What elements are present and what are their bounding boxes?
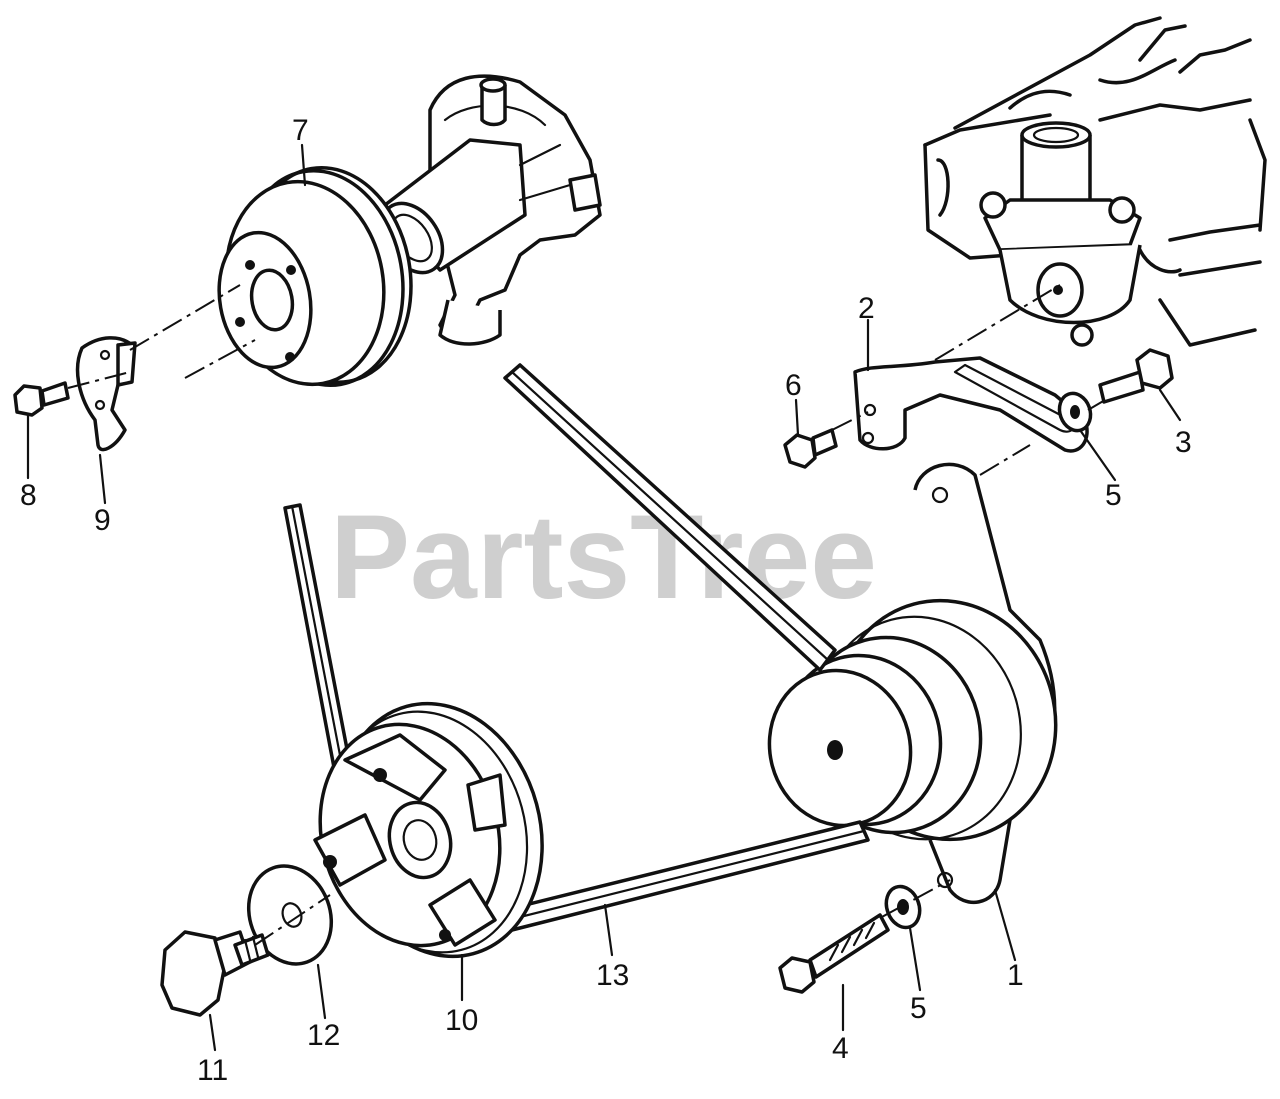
callout-8: 8 <box>20 479 37 512</box>
callout-4: 4 <box>832 1032 849 1065</box>
callout-2: 2 <box>858 292 875 325</box>
watermark: PartsTree TM <box>330 490 935 624</box>
engine-block <box>923 16 1267 347</box>
v-belt-upper <box>503 363 837 672</box>
washer-5-bottom <box>884 884 922 930</box>
bolt-8 <box>13 381 70 417</box>
callout-13: 13 <box>596 959 629 992</box>
callout-5-bottom: 5 <box>910 992 927 1025</box>
callout-1: 1 <box>1007 959 1024 992</box>
leader-lines <box>26 143 1182 1052</box>
callouts: 7 2 6 3 5 8 9 1 5 4 13 10 12 11 <box>20 114 1192 1087</box>
bolt-4 <box>778 913 890 994</box>
watermark-text: PartsTree <box>330 490 877 624</box>
bolt-6 <box>783 428 838 469</box>
washer-12 <box>246 864 334 966</box>
callout-5-top: 5 <box>1105 479 1122 512</box>
bolt-11 <box>160 930 270 1017</box>
water-pump <box>379 74 602 346</box>
callout-11: 11 <box>197 1054 228 1087</box>
callout-9: 9 <box>94 504 111 537</box>
v-belt-13 <box>503 820 870 932</box>
center-lines <box>67 284 1106 946</box>
adjusting-bracket <box>853 356 1089 453</box>
callout-7: 7 <box>292 114 309 147</box>
callout-6: 6 <box>785 369 802 402</box>
water-pump-pulley <box>217 165 413 388</box>
bolt-3 <box>1098 348 1174 404</box>
alternator <box>767 462 1058 905</box>
pulley-bracket <box>75 336 137 452</box>
callout-10: 10 <box>445 1004 478 1037</box>
washer-5-top <box>1057 391 1093 433</box>
callout-12: 12 <box>307 1019 340 1052</box>
crankshaft-pulley <box>313 701 544 959</box>
callout-3: 3 <box>1175 426 1192 459</box>
